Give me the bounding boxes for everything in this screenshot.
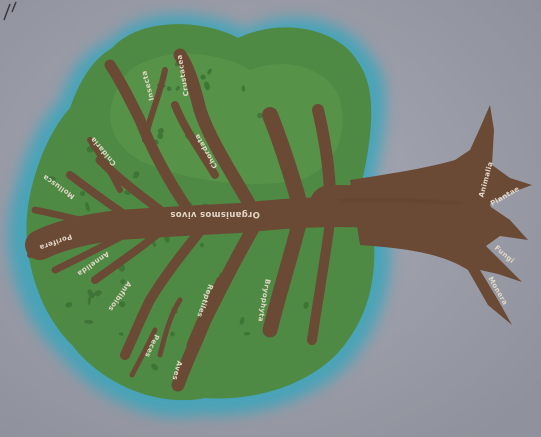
main-branch-label: Organismos vivos <box>170 209 260 219</box>
